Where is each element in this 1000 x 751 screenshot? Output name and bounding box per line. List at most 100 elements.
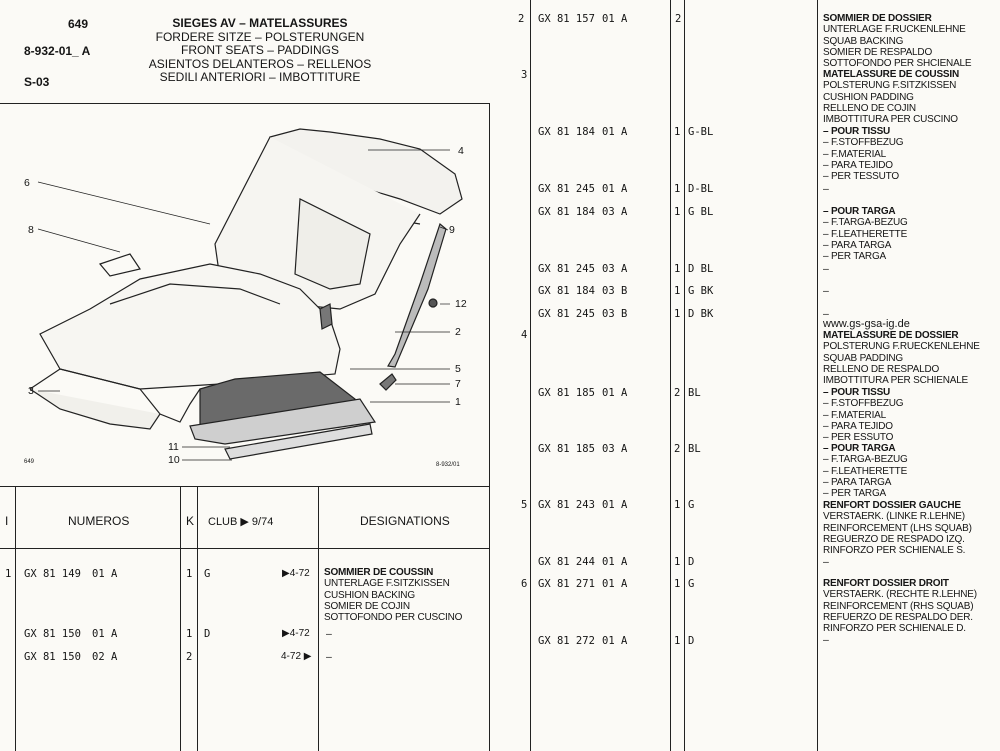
doc-code: 8-932-01_ A <box>24 44 91 58</box>
part-number: GX 81 185 <box>538 387 595 399</box>
part-number: GX 81 150 <box>24 628 81 640</box>
designation-lhs-reinforcement: RENFORT DOSSIER GAUCHE VERSTAERK. (LINKE… <box>823 500 972 557</box>
designation-dash: – <box>823 183 829 195</box>
callout-6: 6 <box>24 177 30 189</box>
quantity: 1 <box>674 263 681 275</box>
part-suffix: 01 A <box>602 556 628 568</box>
part-number: GX 81 245 <box>538 183 595 195</box>
col-numeros-header: NUMEROS <box>68 514 130 528</box>
club-code: D-BL <box>688 183 714 195</box>
club-code: D <box>688 556 695 568</box>
part-suffix: 03 A <box>602 443 628 455</box>
callout-5: 5 <box>455 363 461 375</box>
date-note: 4-72 ▶ <box>281 651 312 662</box>
quantity: 1 <box>674 635 681 647</box>
quantity: 1 <box>186 568 193 580</box>
part-number: GX 81 244 <box>538 556 595 568</box>
designation-rhs-reinforcement: RENFORT DOSSIER DROIT VERSTAERK. (RECHTE… <box>823 578 977 635</box>
club-code: G <box>688 578 695 590</box>
part-suffix: 01 A <box>602 13 628 25</box>
designation-leatherette: – POUR TARGA – F.TARGA-BEZUG – F.LEATHER… <box>823 206 908 263</box>
designation-dash: – <box>823 556 829 568</box>
designation-dash: – <box>823 634 829 646</box>
ref-number: 1 <box>5 568 12 580</box>
part-suffix: 02 A <box>92 651 118 663</box>
quantity: 1 <box>674 206 681 218</box>
quantity: 1 <box>674 183 681 195</box>
quantity: 2 <box>674 443 681 455</box>
ref-2: 2 <box>518 13 525 25</box>
part-suffix: 03 A <box>602 263 628 275</box>
designation-cloth: – POUR TISSU – F.STOFFBEZUG – F.MATERIAL… <box>823 126 904 183</box>
club-code: BL <box>688 387 701 399</box>
part-suffix: 01 A <box>602 126 628 138</box>
designation: – <box>326 628 332 640</box>
quantity: 2 <box>675 13 682 25</box>
col-designations-header: DESIGNATIONS <box>360 514 450 528</box>
callout-3: 3 <box>28 385 34 397</box>
col-club-header: CLUB ▶ 9/74 <box>208 516 274 528</box>
callout-9: 9 <box>449 224 455 236</box>
club-code: G <box>204 568 211 580</box>
ref-3: 3 <box>521 69 528 81</box>
part-number: GX 81 150 <box>24 651 81 663</box>
col-i-header: I <box>5 514 9 528</box>
page-number: 649 <box>68 17 89 31</box>
part-number: GX 81 157 <box>538 13 595 25</box>
diagram-frame: 6 8 4 9 12 2 3 5 7 1 11 10 649 8-932/01 <box>0 103 490 487</box>
club-code: G BK <box>688 285 714 297</box>
callout-10: 10 <box>168 454 180 466</box>
diagram-ref-left: 649 <box>24 459 35 465</box>
part-suffix: 01 A <box>602 387 628 399</box>
designation: – <box>326 651 332 663</box>
part-suffix: 03 A <box>602 206 628 218</box>
club-code: G BL <box>688 206 714 218</box>
title-it: SEDILI ANTERIORI – IMBOTTITURE <box>159 70 361 84</box>
club-code: D BL <box>688 263 714 275</box>
part-number: GX 81 184 <box>538 285 595 297</box>
part-suffix: 01 A <box>602 578 628 590</box>
part-number: GX 81 185 <box>538 443 595 455</box>
part-number: GX 81 245 <box>538 308 595 320</box>
part-number: GX 81 149 <box>24 568 81 580</box>
part-suffix: 01 A <box>92 628 118 640</box>
designation-cushion-padding: MATELASSURE DE COUSSIN POLSTERUNG F.SITZ… <box>823 69 959 126</box>
quantity: 2 <box>674 387 681 399</box>
part-suffix: 01 A <box>92 568 118 580</box>
quantity: 1 <box>674 126 681 138</box>
part-suffix: 03 B <box>602 308 628 320</box>
part-number: GX 81 272 <box>538 635 595 647</box>
title-en: FRONT SEATS – PADDINGS <box>180 43 340 57</box>
quantity: 1 <box>674 499 681 511</box>
club-code: D <box>204 628 211 640</box>
ref-6: 6 <box>521 578 528 590</box>
designation-squab-padding: MATELASSURE DE DOSSIER POLSTERUNG F.RUEC… <box>823 330 980 387</box>
seat-exploded-diagram <box>29 128 463 461</box>
date-note: ▶4-72 <box>282 568 310 579</box>
ref-4: 4 <box>521 329 528 341</box>
designation-dash: – <box>823 285 829 297</box>
quantity: 1 <box>674 308 681 320</box>
callout-2: 2 <box>455 326 461 338</box>
designation-leatherette-2: – POUR TARGA – F.TARGA-BEZUG – F.LEATHER… <box>823 443 908 500</box>
callout-8: 8 <box>28 224 34 236</box>
quantity: 1 <box>674 578 681 590</box>
watermark-url: www.gs-gsa-ig.de <box>823 318 910 330</box>
designation-dash: – <box>823 263 829 275</box>
callout-12: 12 <box>455 298 467 310</box>
part-suffix: 03 B <box>602 285 628 297</box>
designation: SOMMIER DE COUSSIN UNTERLAGE F.SITZKISSE… <box>324 567 463 624</box>
title-fr: SIEGES AV – MATELASSURES <box>172 16 348 30</box>
club-code: G-BL <box>688 126 714 138</box>
quantity: 1 <box>674 556 681 568</box>
part-number: GX 81 184 <box>538 206 595 218</box>
designation-squab-backing: SOMMIER DE DOSSIER UNTERLAGE F.RUCKENLEH… <box>823 13 972 70</box>
part-suffix: 01 A <box>602 183 628 195</box>
callout-11: 11 <box>168 441 179 453</box>
callout-1: 1 <box>455 396 461 408</box>
callout-7: 7 <box>455 378 461 390</box>
designation-dash: – <box>823 308 829 320</box>
section-code: S-03 <box>24 75 50 89</box>
club-code: D <box>688 635 695 647</box>
club-code: D BK <box>688 308 714 320</box>
